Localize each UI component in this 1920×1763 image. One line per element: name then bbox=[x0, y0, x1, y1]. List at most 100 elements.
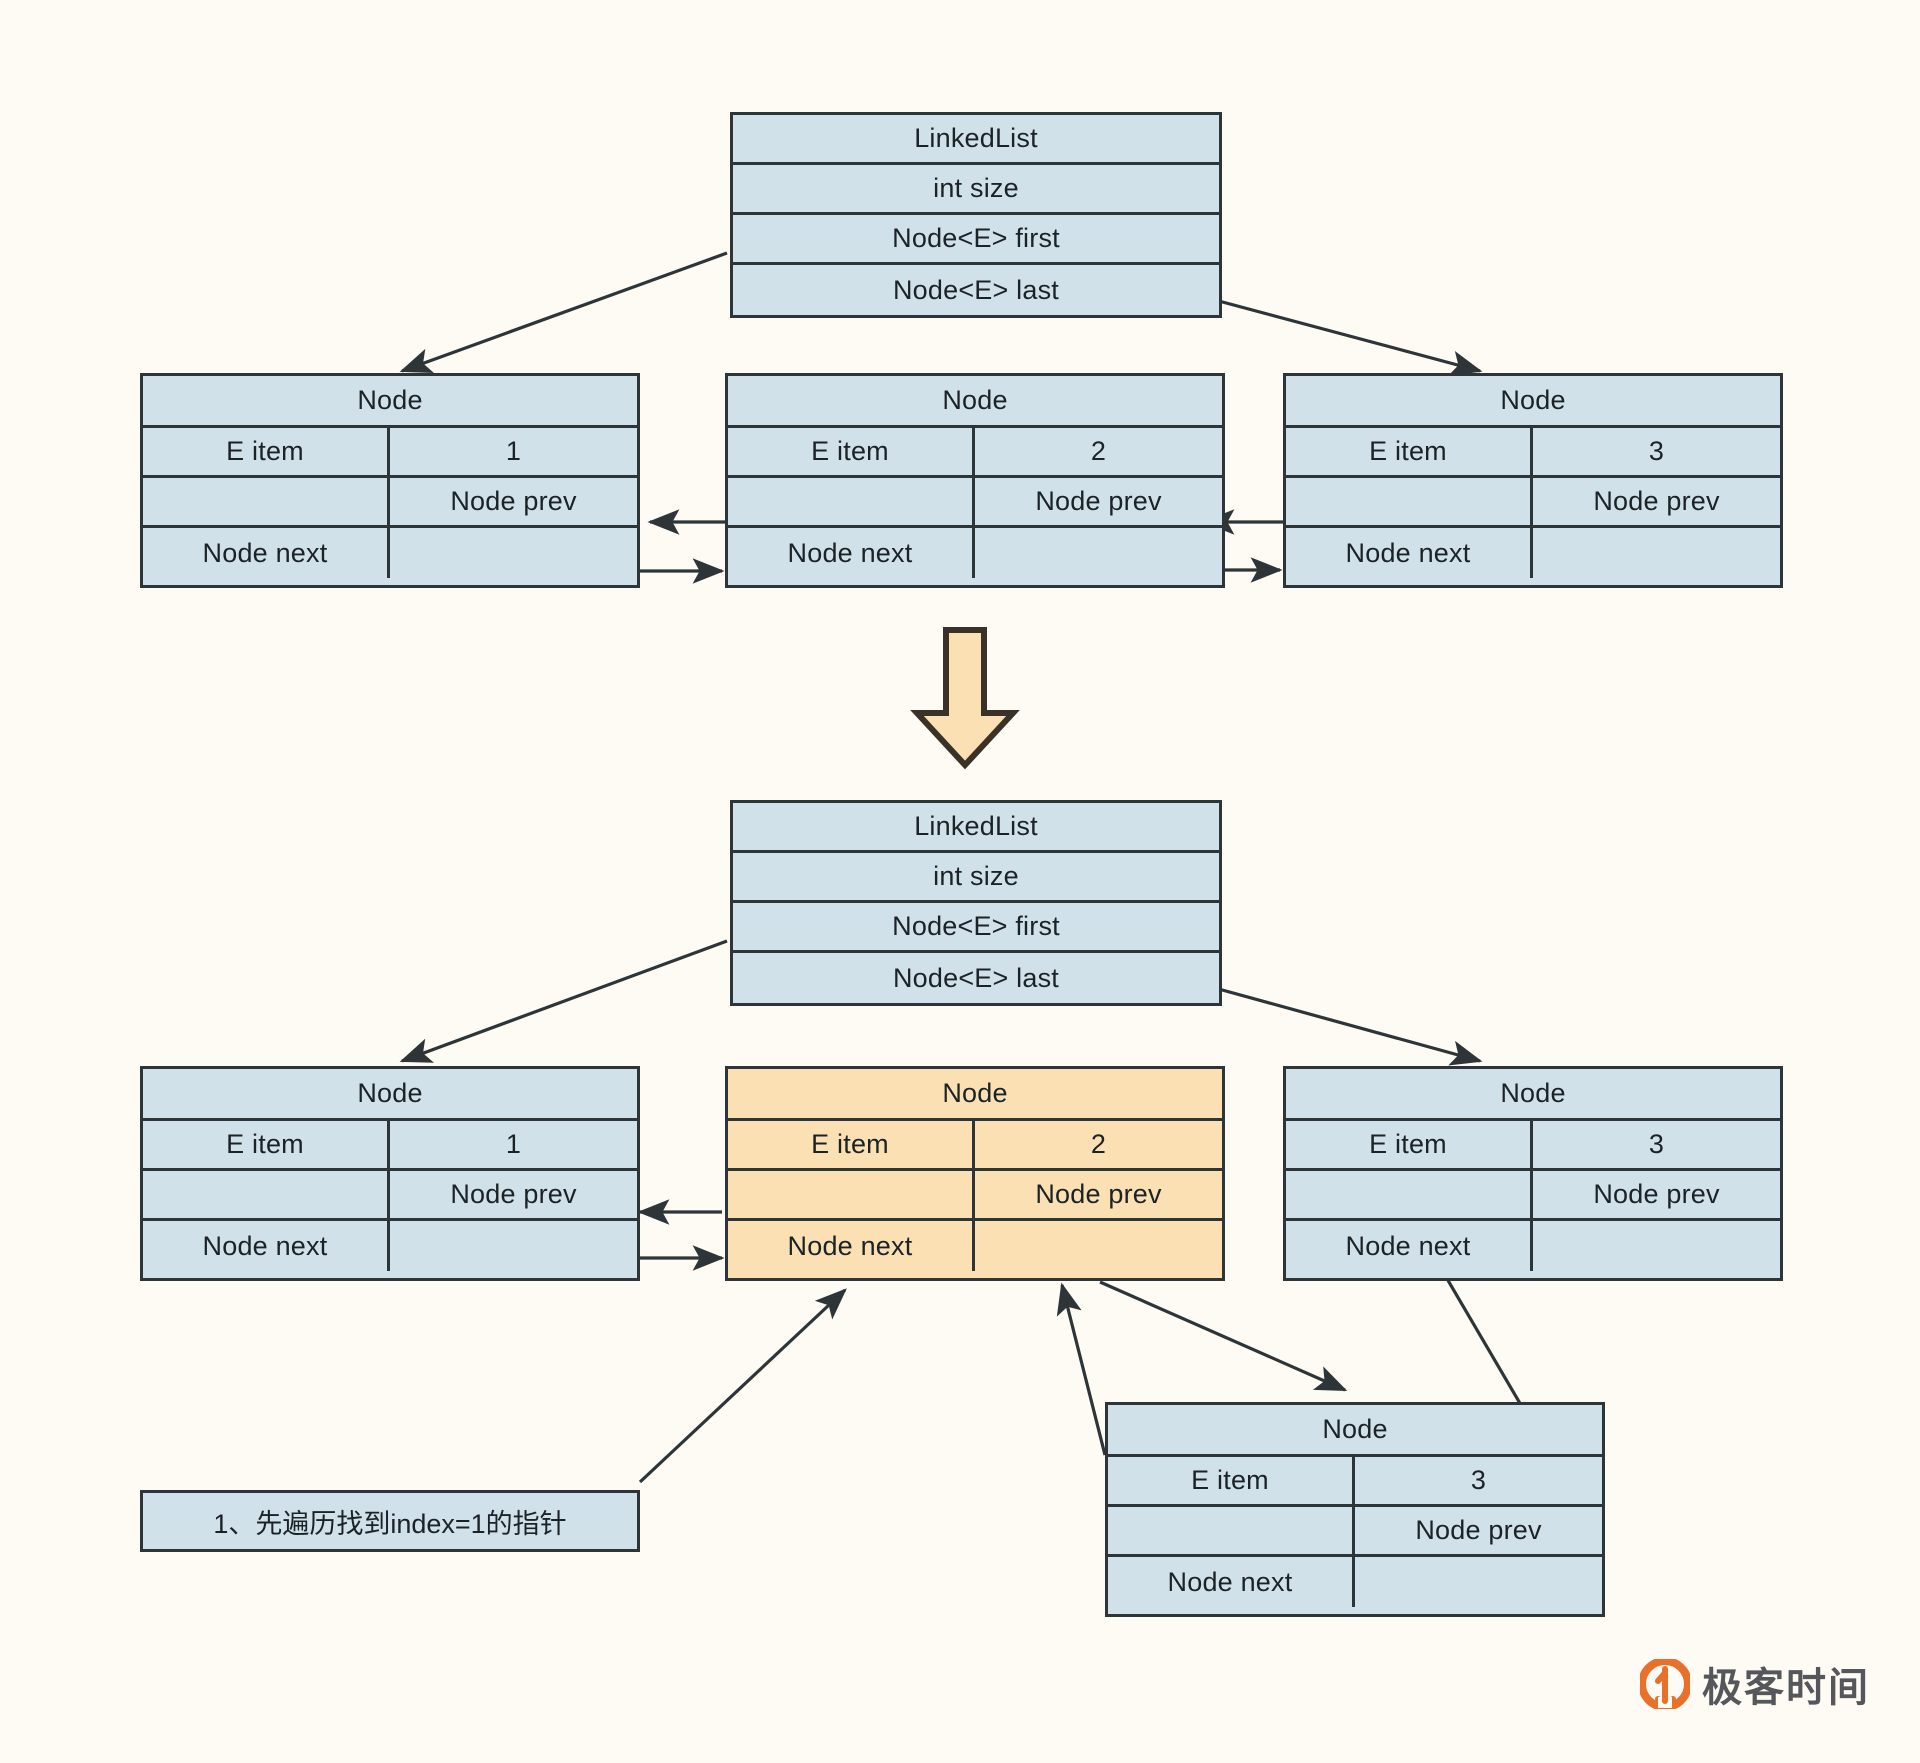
bottom-node-3: Node E item 3 Node prev Node next bbox=[1283, 1066, 1783, 1281]
top-linkedlist-field-last: Node<E> last bbox=[892, 274, 1059, 305]
top-node-2: Node E item 2 Node prev Node next bbox=[725, 373, 1225, 588]
top-linkedlist-field-size: int size bbox=[933, 173, 1019, 203]
bottom-node-1-title: Node bbox=[357, 1078, 423, 1108]
edge-n2-to-newnode bbox=[1099, 1280, 1348, 1392]
top-node-2-next-row: Node next bbox=[728, 528, 1222, 578]
top-node-3-next-right bbox=[1533, 528, 1780, 578]
bottom-new-node-next-right bbox=[1355, 1557, 1602, 1607]
bottom-node-2-next-row: Node next bbox=[728, 1221, 1222, 1271]
bottom-node-1-item-value: 1 bbox=[505, 1129, 522, 1159]
bottom-linkedlist-field-size: int size bbox=[933, 861, 1019, 891]
top-node-1-next-label: Node next bbox=[143, 528, 390, 578]
top-node-2-prev-row: Node prev bbox=[728, 478, 1222, 528]
bottom-node-3-item-label: E item bbox=[1286, 1121, 1533, 1168]
bottom-linkedlist-size-row: int size bbox=[733, 853, 1219, 903]
bottom-new-node-prev-label: Node prev bbox=[1415, 1515, 1542, 1545]
top-linkedlist-first-row: Node<E> first bbox=[733, 215, 1219, 265]
top-node-1-item-row: E item 1 bbox=[143, 428, 637, 478]
bottom-node-3-title: Node bbox=[1500, 1078, 1566, 1108]
top-node-1-prev-label: Node prev bbox=[450, 486, 577, 516]
bottom-node-1-prev-row: Node prev bbox=[143, 1171, 637, 1221]
top-node-1-item-label: E item bbox=[143, 428, 390, 475]
top-node-2-title: Node bbox=[942, 385, 1008, 415]
top-node-3-prev-label: Node prev bbox=[1593, 486, 1720, 516]
top-node-1-prev-row: Node prev bbox=[143, 478, 637, 528]
top-node-3-prev-left bbox=[1286, 478, 1533, 525]
bottom-node-1-header: Node bbox=[143, 1069, 637, 1121]
top-node-1-prev-left bbox=[143, 478, 390, 525]
bottom-new-node-next-row: Node next bbox=[1108, 1557, 1602, 1607]
bottom-new-node-prev-row: Node prev bbox=[1108, 1507, 1602, 1557]
bottom-new-node-item-row: E item 3 bbox=[1108, 1457, 1602, 1507]
bottom-node-3-next-row: Node next bbox=[1286, 1221, 1780, 1271]
top-node-3: Node E item 3 Node prev Node next bbox=[1283, 373, 1783, 588]
geektime-logo-icon bbox=[1638, 1657, 1692, 1711]
bottom-node-2-prev-left bbox=[728, 1171, 975, 1218]
top-node-1-next-right bbox=[390, 528, 637, 578]
bottom-new-node-title: Node bbox=[1322, 1414, 1388, 1444]
top-node-2-item-label: E item bbox=[728, 428, 975, 475]
bottom-node-2-item-value: 2 bbox=[1090, 1129, 1107, 1159]
bottom-new-node: Node E item 3 Node prev Node next bbox=[1105, 1402, 1605, 1617]
bottom-linkedlist-title-row: LinkedList bbox=[733, 803, 1219, 853]
bottom-node-2-prev-label: Node prev bbox=[1035, 1179, 1162, 1209]
bottom-linkedlist-field-first: Node<E> first bbox=[892, 911, 1060, 941]
top-node-2-item-row: E item 2 bbox=[728, 428, 1222, 478]
bottom-linkedlist-first-row: Node<E> first bbox=[733, 903, 1219, 953]
top-node-3-item-value: 3 bbox=[1648, 436, 1665, 466]
transition-down-arrow bbox=[910, 627, 1020, 770]
top-linkedlist-size-row: int size bbox=[733, 165, 1219, 215]
top-node-3-header: Node bbox=[1286, 376, 1780, 428]
top-linkedlist-title: LinkedList bbox=[914, 123, 1038, 153]
top-node-3-next-label: Node next bbox=[1286, 528, 1533, 578]
edge-top-first bbox=[399, 251, 728, 373]
bottom-linkedlist-box: LinkedList int size Node<E> first Node<E… bbox=[730, 800, 1222, 1006]
bottom-new-node-prev-left bbox=[1108, 1507, 1355, 1554]
bottom-node-3-prev-label: Node prev bbox=[1593, 1179, 1720, 1209]
bottom-node-1-item-label: E item bbox=[143, 1121, 390, 1168]
bottom-node-2-item-row: E item 2 bbox=[728, 1121, 1222, 1171]
bottom-node-1-prev-left bbox=[143, 1171, 390, 1218]
bottom-node-1-next-row: Node next bbox=[143, 1221, 637, 1271]
bottom-node-3-item-row: E item 3 bbox=[1286, 1121, 1780, 1171]
bottom-linkedlist-field-last: Node<E> last bbox=[892, 962, 1059, 993]
bottom-node-2-prev-row: Node prev bbox=[728, 1171, 1222, 1221]
bottom-node-1: Node E item 1 Node prev Node next bbox=[140, 1066, 640, 1281]
edge-note-to-n2next bbox=[638, 1288, 847, 1484]
edge-bot-first bbox=[399, 939, 728, 1063]
bottom-node-2-next-right bbox=[975, 1221, 1222, 1271]
bottom-new-node-next-label: Node next bbox=[1108, 1557, 1355, 1607]
bottom-node-1-next-right bbox=[390, 1221, 637, 1271]
step-note-text: 1、先遍历找到index=1的指针 bbox=[213, 1508, 567, 1539]
top-node-1: Node E item 1 Node prev Node next bbox=[140, 373, 640, 588]
top-node-1-title: Node bbox=[357, 385, 423, 415]
top-node-2-next-label: Node next bbox=[728, 528, 975, 578]
edge-newnode-to-n2 bbox=[1056, 1282, 1107, 1456]
top-node-3-next-row: Node next bbox=[1286, 528, 1780, 578]
bottom-node-1-item-row: E item 1 bbox=[143, 1121, 637, 1171]
step-note-box: 1、先遍历找到index=1的指针 bbox=[140, 1490, 640, 1552]
brand-name: 极客时间 bbox=[1702, 1665, 1870, 1711]
top-node-1-next-row: Node next bbox=[143, 528, 637, 578]
top-node-1-item-value: 1 bbox=[505, 436, 522, 466]
top-node-3-item-row: E item 3 bbox=[1286, 428, 1780, 478]
top-linkedlist-title-row: LinkedList bbox=[733, 115, 1219, 165]
bottom-linkedlist-title: LinkedList bbox=[914, 811, 1038, 841]
bottom-node-2-title: Node bbox=[942, 1078, 1008, 1108]
bottom-node-3-next-right bbox=[1533, 1221, 1780, 1271]
bottom-node-3-prev-row: Node prev bbox=[1286, 1171, 1780, 1221]
brand-logo: 极客时间 bbox=[1638, 1655, 1870, 1713]
top-node-3-prev-row: Node prev bbox=[1286, 478, 1780, 528]
bottom-node-2-highlighted: Node E item 2 Node prev Node next bbox=[725, 1066, 1225, 1281]
top-node-2-header: Node bbox=[728, 376, 1222, 428]
top-linkedlist-box: LinkedList int size Node<E> first Node<E… bbox=[730, 112, 1222, 318]
bottom-node-3-prev-left bbox=[1286, 1171, 1533, 1218]
bottom-node-1-next-label: Node next bbox=[143, 1221, 390, 1271]
top-node-2-next-right bbox=[975, 528, 1222, 578]
top-node-2-prev-left bbox=[728, 478, 975, 525]
bottom-node-3-next-label: Node next bbox=[1286, 1221, 1533, 1271]
edge-top-last bbox=[1214, 298, 1483, 376]
top-node-3-title: Node bbox=[1500, 385, 1566, 415]
bottom-node-2-item-label: E item bbox=[728, 1121, 975, 1168]
